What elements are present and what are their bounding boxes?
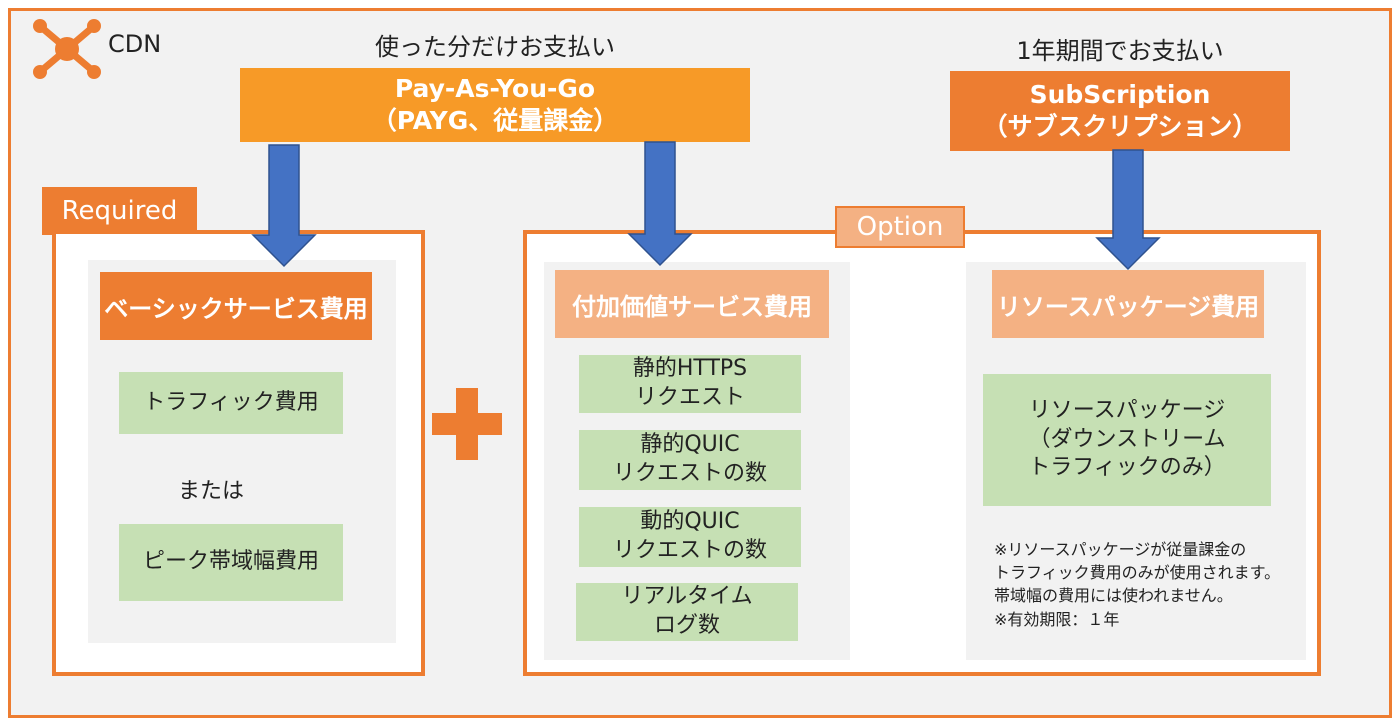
plus-icon bbox=[432, 388, 502, 460]
network-hub-icon bbox=[33, 19, 101, 79]
option-tag: Option bbox=[835, 206, 965, 248]
value-added-item: 動的QUIC リクエストの数 bbox=[579, 507, 801, 567]
value-added-item: 静的QUIC リクエストの数 bbox=[579, 430, 801, 490]
brand-name: CDN bbox=[108, 30, 162, 58]
value-added-item: リアルタイム ログ数 bbox=[576, 583, 798, 641]
resource-note: ※リソースパッケージが従量課金の トラフィック費用のみが使用されます。 帯域幅の… bbox=[994, 540, 1281, 629]
down-arrow-icon bbox=[251, 144, 317, 268]
payg-caption: 使った分だけお支払い bbox=[375, 32, 615, 61]
value-added-category: 付加価値サービス費用 bbox=[555, 270, 829, 338]
subscription-title: SubScription （サブスクリプション） bbox=[950, 71, 1290, 151]
resource-package-category: リソースパッケージ費用 bbox=[992, 270, 1264, 338]
payg-title: Pay-As-You-Go （PAYG、従量課金） bbox=[240, 68, 750, 142]
resource-package-item: リソースパッケージ （ダウンストリーム トラフィックのみ） bbox=[983, 374, 1271, 506]
down-arrow-icon bbox=[1095, 149, 1161, 271]
traffic-fee-item: トラフィック費用 bbox=[119, 372, 343, 434]
subscription-caption: 1年期間でお支払い bbox=[1016, 36, 1224, 65]
basic-service-category: ベーシックサービス費用 bbox=[100, 272, 372, 340]
required-tag: Required bbox=[42, 187, 197, 235]
value-added-item: 静的HTTPS リクエスト bbox=[579, 355, 801, 413]
down-arrow-icon bbox=[627, 141, 693, 267]
or-separator: または bbox=[177, 479, 244, 504]
peak-bandwidth-item: ピーク帯域幅費用 bbox=[119, 524, 343, 601]
